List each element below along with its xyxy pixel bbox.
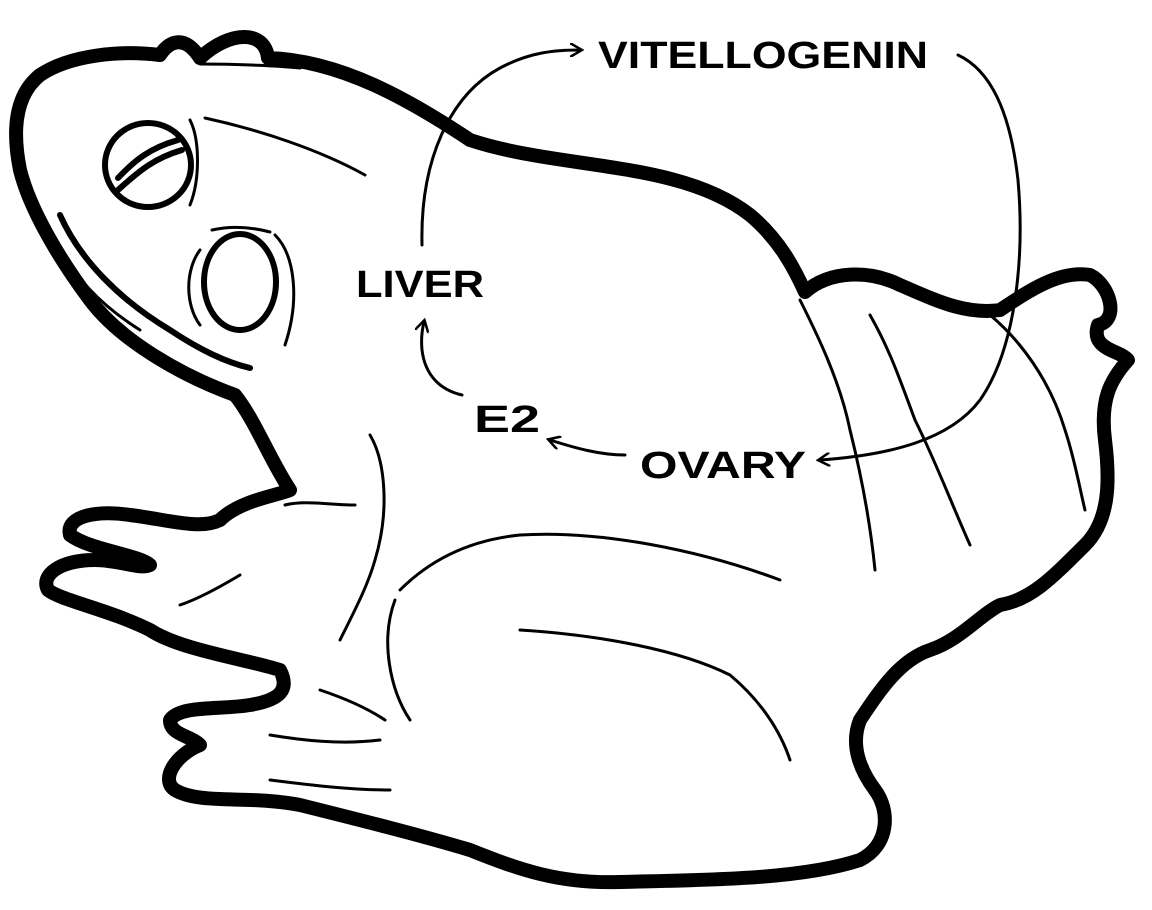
label-ovary: OVARY <box>640 445 806 487</box>
label-vitellogenin: VITELLOGENIN <box>598 35 928 77</box>
label-e2: E2 <box>474 399 540 441</box>
frog-details <box>52 64 1085 790</box>
tympanum <box>204 234 276 330</box>
label-liver: LIVER <box>356 264 484 306</box>
arrow-vitellogenin-to-ovary <box>820 55 1020 460</box>
arrow-ovary-to-e2 <box>550 440 625 455</box>
frog-outline <box>16 37 1128 882</box>
arrow-e2-to-liver <box>422 322 462 395</box>
